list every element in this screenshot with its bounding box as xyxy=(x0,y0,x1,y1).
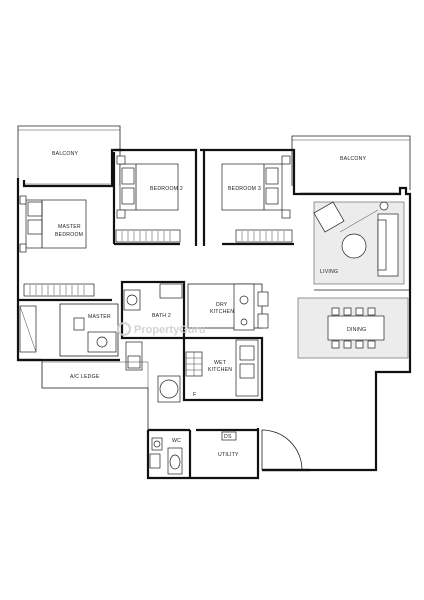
dry-kitchen-label-1: DRY xyxy=(216,302,228,308)
bedroom-3-hangers xyxy=(241,231,285,241)
watermark-text: PropertyGuru xyxy=(134,324,206,336)
dining-label: DINING xyxy=(347,327,366,333)
bedroom-2-hangers xyxy=(121,231,171,241)
master-bedroom: MASTER BEDROOM xyxy=(18,195,112,302)
living-label: LIVING xyxy=(320,269,338,275)
balcony-right xyxy=(291,135,411,194)
ds-label: DS xyxy=(224,434,232,440)
wc-utility: WC UTILITY DS xyxy=(148,428,303,478)
bedroom-2: BEDROOM 2 xyxy=(112,152,198,246)
dining-area: DINING xyxy=(297,297,409,359)
balcony-right-label: BALCONY xyxy=(340,156,367,162)
utility-label: UTILITY xyxy=(218,452,239,458)
master-bath: MASTER xyxy=(19,303,119,357)
master-bedroom-label-1: MASTER xyxy=(58,224,81,230)
ac-ledge: A/C LEDGE xyxy=(41,361,149,389)
wardrobe-hangers xyxy=(29,285,85,295)
dry-kitchen: DRY KITCHEN xyxy=(187,283,269,331)
wet-kitchen: WET KITCHEN F xyxy=(157,336,264,403)
bedroom-3-label: BEDROOM 3 xyxy=(228,186,261,192)
hob-grid xyxy=(186,352,202,376)
balcony-left-label: BALCONY xyxy=(52,151,79,157)
wet-kitchen-label-1: WET xyxy=(214,360,227,366)
watermark: PropertyGuru xyxy=(117,322,206,336)
bath-2: BATH 2 xyxy=(120,280,186,371)
wet-kitchen-label-2: KITCHEN xyxy=(208,367,232,373)
master-bath-label: MASTER xyxy=(88,314,111,320)
dry-kitchen-label-2: KITCHEN xyxy=(210,309,234,315)
wc-label: WC xyxy=(172,438,181,444)
fridge-label: F xyxy=(193,392,196,398)
master-bedroom-label-2: BEDROOM xyxy=(55,232,83,238)
bedroom-2-label: BEDROOM 2 xyxy=(150,186,183,192)
bath-2-label: BATH 2 xyxy=(152,313,171,319)
bedroom-3: BEDROOM 3 xyxy=(202,150,294,246)
living-room: LIVING xyxy=(313,201,410,291)
ac-ledge-label: A/C LEDGE xyxy=(70,374,100,380)
